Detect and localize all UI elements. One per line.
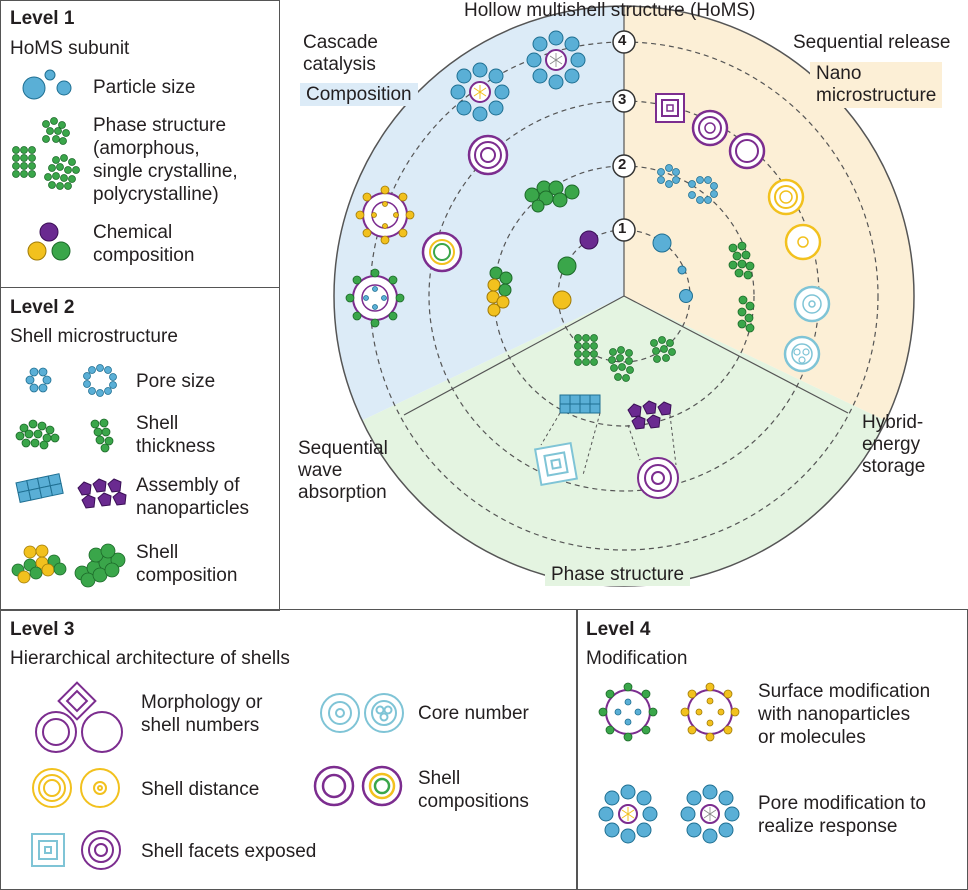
shell-distance-icon <box>32 768 120 808</box>
morphology-label: Morphology or shell numbers <box>141 692 263 736</box>
ring-number-2: 2 <box>618 156 627 173</box>
shell-distance-label: Shell distance <box>141 779 260 800</box>
surface-modification-icon <box>598 682 740 742</box>
ring2-yellow-green-stack <box>486 266 513 317</box>
ring-number-3: 3 <box>618 91 627 108</box>
composition-tag: Composition <box>300 83 418 106</box>
ring2-pore-rings <box>657 164 718 204</box>
level1-title: Level 1 <box>10 8 75 29</box>
pore-modification-icon <box>598 784 740 844</box>
morphology-icon <box>35 681 123 753</box>
level4-subtitle: Modification <box>586 648 688 669</box>
ring-number-1: 1 <box>618 220 627 237</box>
hybrid-energy-label: Hybrid- energy storage <box>862 412 926 477</box>
phase-structure-tag: Phase structure <box>545 563 691 586</box>
level3-title: Level 3 <box>10 619 75 640</box>
particle-size-label: Particle size <box>93 77 196 98</box>
green-sector <box>334 296 914 586</box>
ring2-green-grids <box>574 334 676 382</box>
particle-size-icon <box>22 69 72 100</box>
level2-subtitle: Shell microstructure <box>10 326 178 347</box>
level2-panel <box>0 287 280 611</box>
pore-size-label: Pore size <box>136 371 216 392</box>
shell-composition-icon <box>11 543 126 588</box>
composition-tag-text: Composition <box>300 83 418 106</box>
shell-thickness-icon <box>15 418 114 453</box>
chemical-composition-label: Chemical composition <box>93 222 195 266</box>
phase-structure-icon <box>12 117 80 190</box>
assembly-label: Assembly of nanoparticles <box>136 475 250 519</box>
pore-modification-label: Pore modification to realize response <box>758 793 926 837</box>
chemical-composition-icon <box>27 222 71 261</box>
core-number-label: Core number <box>418 703 529 724</box>
ring-numbers <box>612 30 636 242</box>
shell-facets-label: Shell facets exposed <box>141 841 317 862</box>
ring2-green-chain <box>524 180 580 213</box>
phase-structure-tag-text: Phase structure <box>545 563 691 586</box>
ring3-shells <box>421 93 831 373</box>
assembly-icon <box>15 473 127 509</box>
level4-title: Level 4 <box>586 619 651 640</box>
surface-modification-label: Surface modification with nanoparticles … <box>758 681 931 748</box>
ring2-green-cluster <box>728 241 755 333</box>
ring-number-4: 4 <box>618 32 627 49</box>
nano-microstructure-tag: Nano microstructure <box>810 62 943 108</box>
level3-subtitle: Hierarchical architecture of shells <box>10 648 290 669</box>
sequential-release-label: Sequential release <box>793 32 951 53</box>
shell-facets-icon <box>31 830 121 870</box>
shell-composition-label: Shell composition <box>136 542 238 586</box>
cascade-catalysis-label: Cascade catalysis <box>303 32 378 75</box>
level1-subtitle: HoMS subunit <box>10 38 130 59</box>
phase-structure-label: Phase structure (amorphous, single cryst… <box>93 115 238 205</box>
sector-dividers <box>403 6 849 416</box>
core-number-icon <box>320 693 404 733</box>
diagram-title: Hollow multishell structure (HoMS) <box>464 0 756 21</box>
level2-title: Level 2 <box>10 297 75 318</box>
pore-size-icon <box>25 364 117 397</box>
shell-compositions-icon <box>313 765 403 807</box>
sequential-wave-label: Sequential wave absorption <box>298 438 388 503</box>
shell-thickness-label: Shell thickness <box>136 413 216 457</box>
ring3-bottom-assembly <box>533 394 679 499</box>
shell-compositions-label: Shell compositions <box>418 768 529 812</box>
ring4-decorated-shells <box>345 30 586 328</box>
